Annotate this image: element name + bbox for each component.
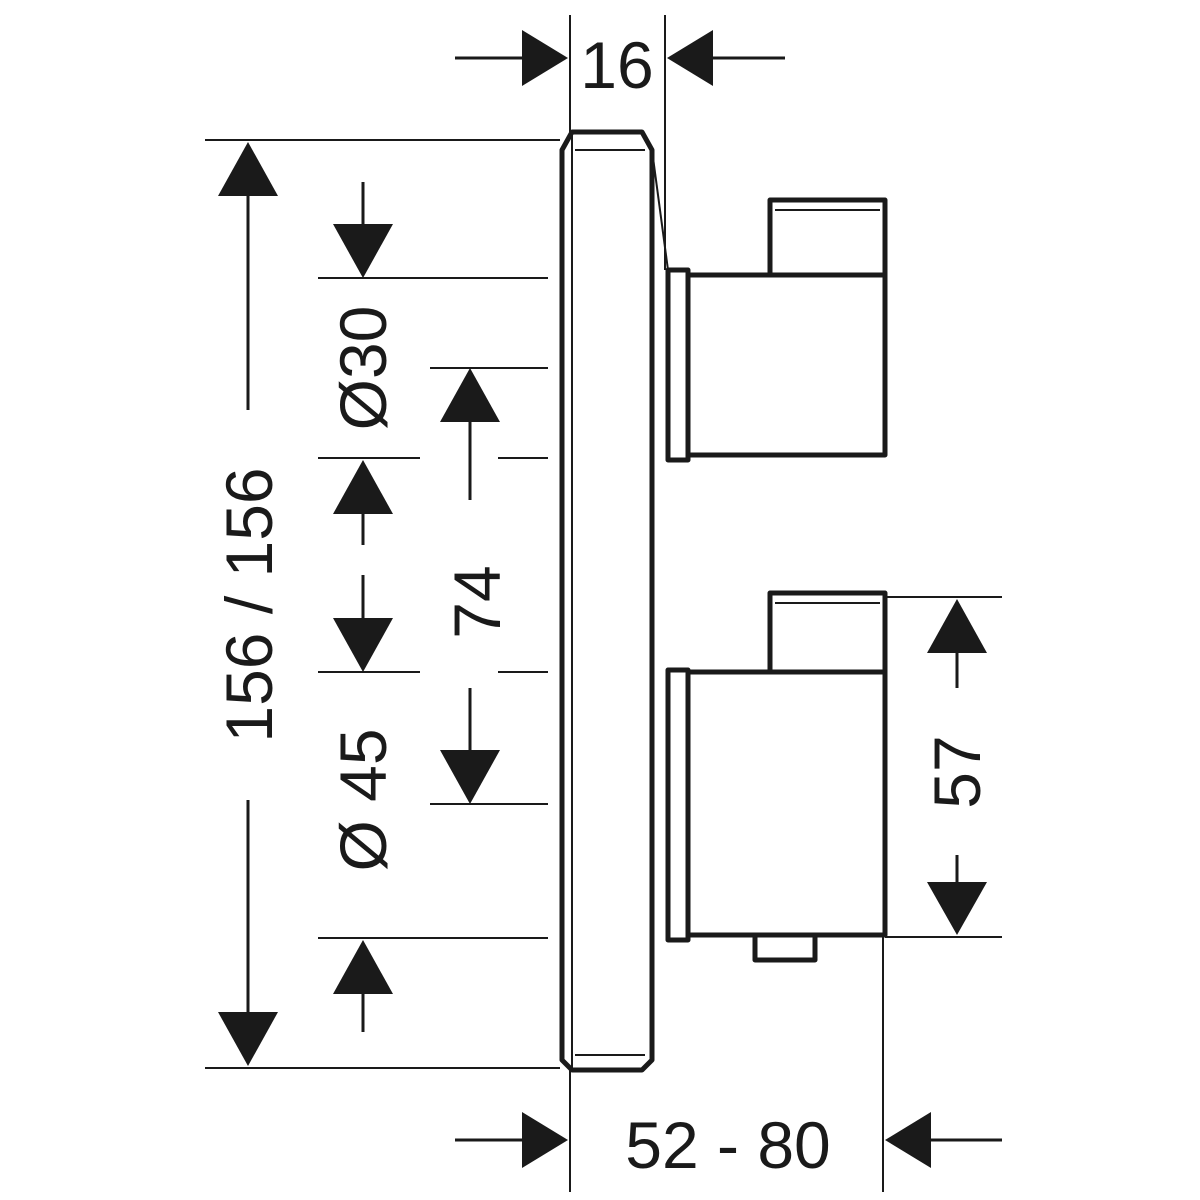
dimension-label-spacing-74: 74: [440, 565, 514, 638]
dimension-diameter-45: Ø 45: [326, 575, 400, 1032]
dimension-label-handle-57: 57: [920, 735, 994, 808]
dimension-label-overall-height: 156 / 156: [212, 467, 286, 742]
dimension-projection: 52 - 80: [455, 1108, 1002, 1182]
dimension-label-16: 16: [580, 28, 653, 102]
dimension-overall-height: 156 / 156: [212, 142, 286, 1066]
lower-handle: [665, 590, 888, 963]
upper-handle: [665, 197, 888, 463]
cover-plate: [559, 129, 669, 1073]
dimension-diameter-30: Ø30: [326, 182, 400, 545]
dimension-16: 16: [455, 28, 785, 102]
dimension-label-diameter-30: Ø30: [326, 306, 400, 431]
extension-lines: [205, 15, 1002, 1192]
dimension-spacing-74: 74: [440, 368, 514, 804]
dimension-label-diameter-45: Ø 45: [326, 728, 400, 871]
dimension-handle-57: 57: [920, 599, 994, 935]
dimension-label-projection: 52 - 80: [625, 1108, 830, 1182]
